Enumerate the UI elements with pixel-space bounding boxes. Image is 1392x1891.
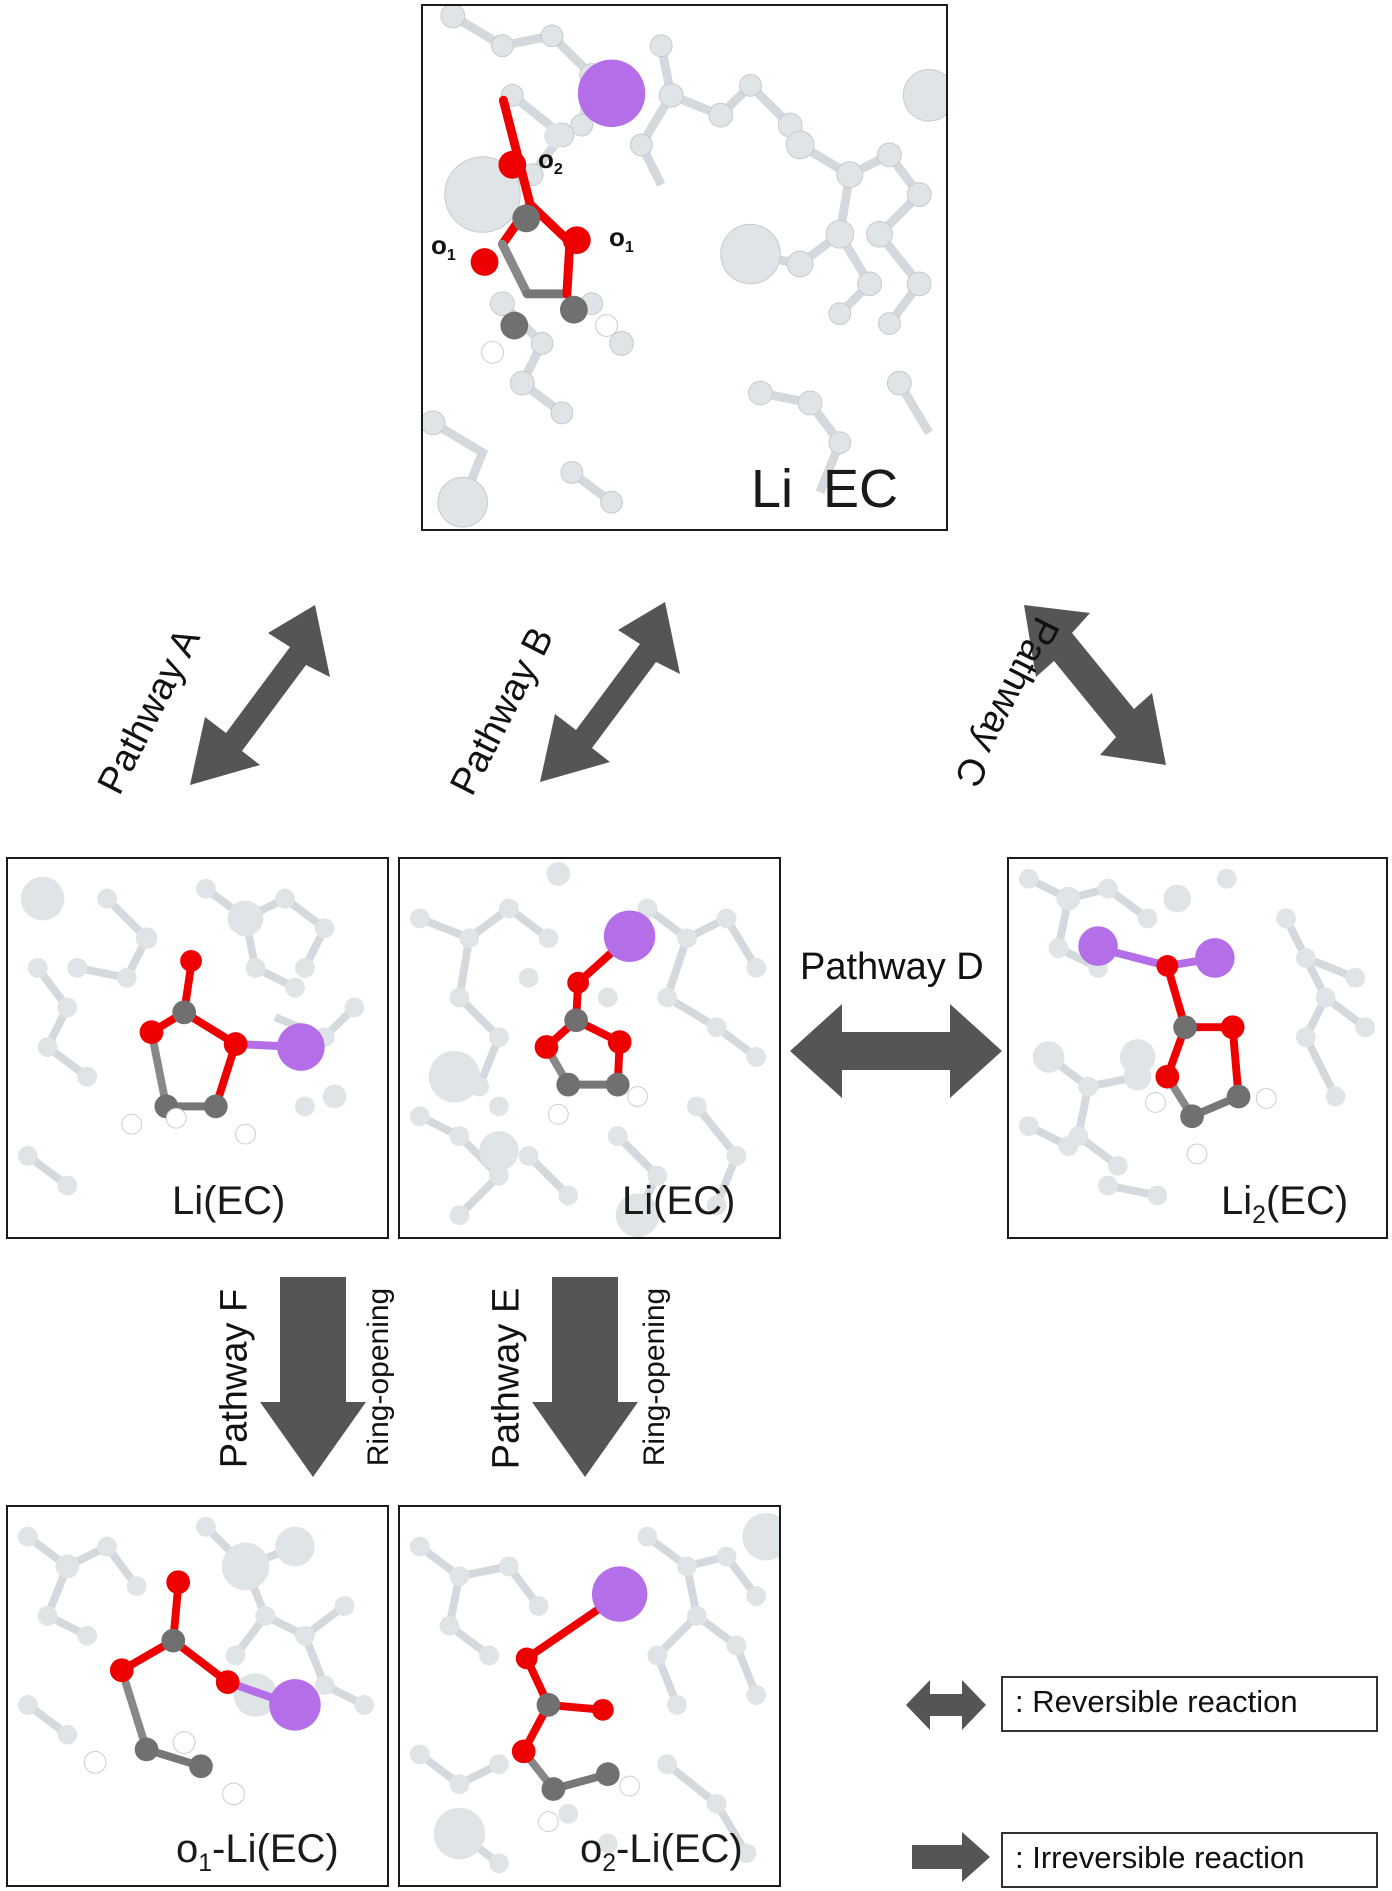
panel-li-ec-pathway-a: Li(EC) [6,857,389,1239]
pathway-f-arrow [260,1277,366,1477]
molecule-li-ec-a [17,876,365,1196]
pathway-e-arrow [532,1277,638,1477]
panel-o1-li-ec: o1-Li(EC) [6,1505,389,1887]
legend-reversible-arrow-icon [906,1680,986,1730]
ring-opening-f-label: Ring-opening [362,1287,396,1467]
pathway-e-label: Pathway E [485,1287,528,1470]
molecule-o1-li-ec [17,1516,375,1806]
panel-label-o1-li-ec: o1-Li(EC) [176,1827,339,1877]
panel-label-li-ec-b: Li(EC) [622,1179,736,1223]
panel-label-li-ec-a: Li(EC) [172,1179,286,1223]
legend-irreversible-arrow-icon [912,1832,990,1882]
oxygen-label-o1-right: o1 [609,222,634,257]
molecule-li2-ec [1018,868,1376,1206]
panel-label-o2-li-ec: o2-Li(EC) [580,1827,743,1877]
pathway-a-arrow [190,605,330,785]
legend-reversible: : Reversible reaction [1001,1676,1378,1732]
panel-li-ec: o2 o1 o1 Li EC [421,4,948,531]
legend-irreversible: : Irreversible reaction [1001,1832,1378,1888]
oxygen-label-o1-left: o1 [431,230,456,265]
molecule-li-ec-b [409,861,767,1237]
pathway-b-arrow [540,602,680,782]
panel-label-li-ec: Li EC [751,459,899,519]
panel-li-ec-pathway-b: Li(EC) [398,857,781,1239]
oxygen-label-o2: o2 [538,144,563,179]
panel-li2-ec: Li2(EC) [1007,857,1388,1239]
pathway-f-label: Pathway F [213,1288,256,1469]
pathway-c-arrow [1024,605,1166,765]
ring-opening-e-label: Ring-opening [638,1287,672,1467]
pathway-d-label: Pathway D [800,946,984,988]
panel-o2-li-ec: o2-Li(EC) [398,1505,781,1887]
molecule-li-ec [423,6,946,528]
panel-label-li2-ec: Li2(EC) [1221,1179,1349,1229]
molecule-o2-li-ec [409,1512,779,1874]
pathway-d-arrow [790,1004,1002,1098]
